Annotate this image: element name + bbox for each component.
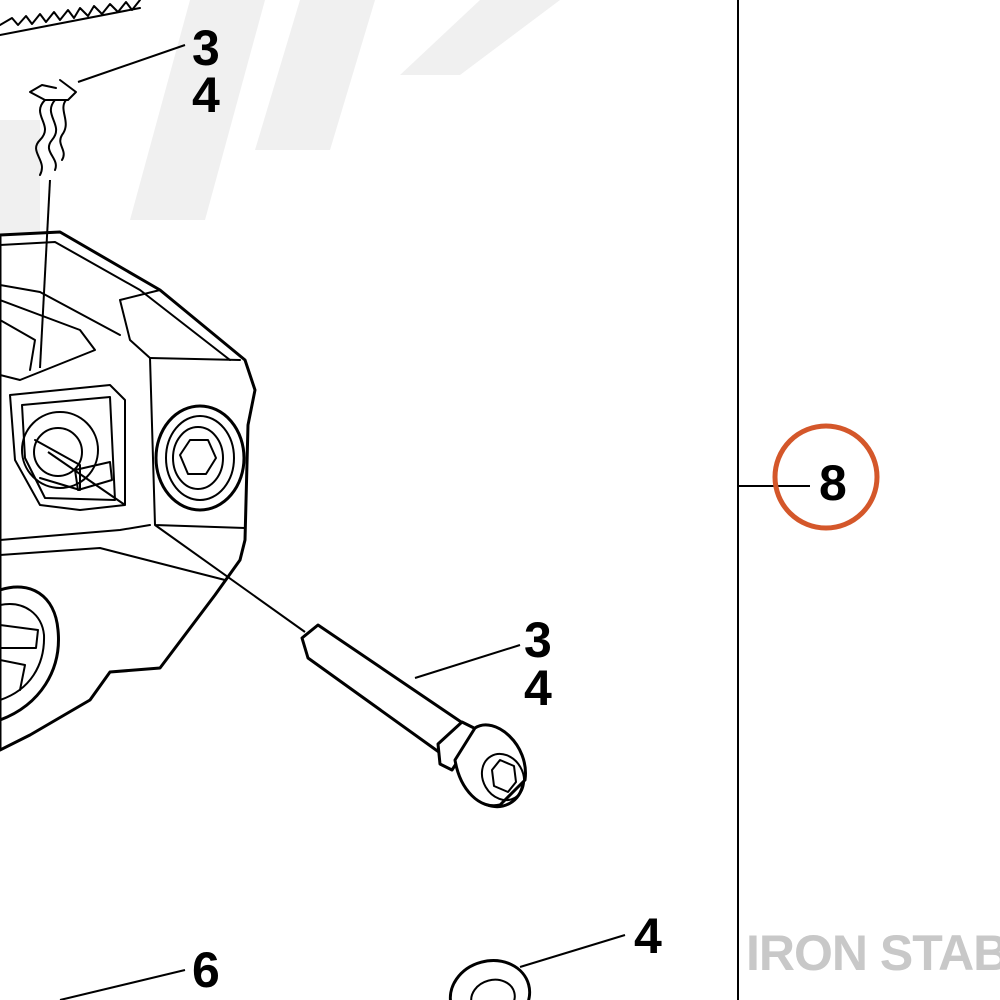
callout-washer-4: 4 xyxy=(634,908,662,964)
leader-line-clip xyxy=(77,44,186,83)
leader-line-bore xyxy=(47,451,126,506)
hex-plug xyxy=(154,404,246,512)
caliper-body xyxy=(0,230,257,752)
callout-bolt-4: 4 xyxy=(524,660,552,716)
background-watermark xyxy=(0,0,560,320)
watermark-shape-mid xyxy=(255,0,375,150)
callout-highlighted-8: 8 xyxy=(819,455,847,511)
leader-line-clip-down xyxy=(39,179,51,369)
emblem xyxy=(0,585,60,722)
watermark-text: IRON STABLE xyxy=(746,925,1000,981)
pin-clip xyxy=(29,79,77,176)
callout-bolt-3: 3 xyxy=(524,612,552,668)
watermark-shape-right xyxy=(400,0,560,75)
leader-line-pin-axis xyxy=(154,524,306,633)
leader-line-washer xyxy=(519,934,626,968)
watermark-shape-left xyxy=(130,0,265,220)
callout-clip-4: 4 xyxy=(192,67,220,123)
leader-line-lower xyxy=(59,969,186,1000)
callout-clip-3: 3 xyxy=(192,20,220,76)
serrated-edge-lower xyxy=(0,7,141,36)
washer xyxy=(448,959,532,1000)
pin-bolt xyxy=(300,623,527,809)
callout-lower-6: 6 xyxy=(192,942,220,998)
highlight-circle xyxy=(772,423,880,531)
serrated-edge xyxy=(0,0,141,26)
leader-line-bolt xyxy=(414,644,521,679)
